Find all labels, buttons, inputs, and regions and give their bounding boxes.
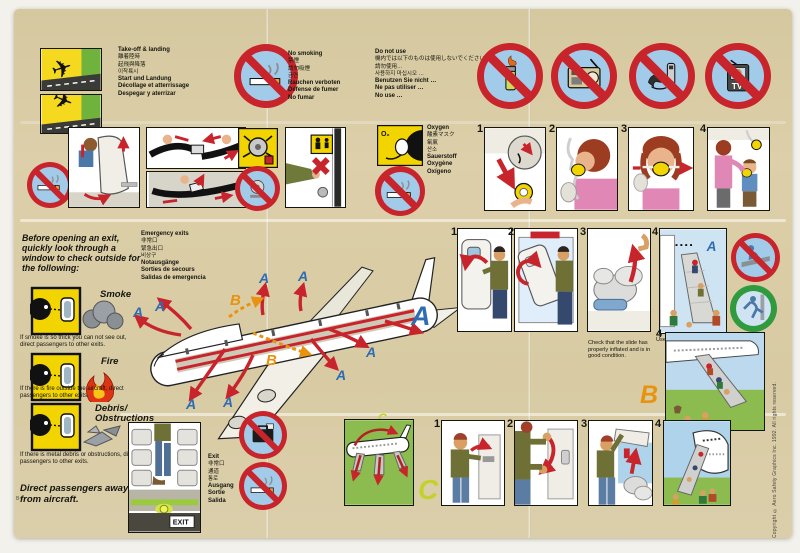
svg-text:A: A — [185, 396, 196, 412]
oxygen-step-2-panel — [556, 127, 618, 211]
oxygen-step-3-number: 3 — [621, 123, 628, 135]
door-step-3-panel — [587, 228, 651, 332]
no-smoking-icon — [27, 162, 73, 208]
svg-text:O₂: O₂ — [381, 131, 390, 138]
door-step-3-number: 3 — [580, 226, 587, 238]
fire-check-icon — [29, 352, 126, 405]
oxygen-step-1-number: 1 — [477, 123, 484, 135]
svg-text:A: A — [410, 301, 431, 331]
svg-text:A: A — [154, 298, 165, 314]
section-divider — [120, 413, 786, 416]
no-bell-sign — [235, 166, 280, 211]
no-smoking-oxygen-sign — [375, 166, 425, 216]
seatbelt-release-panel — [146, 171, 246, 208]
route-c-overview-panel — [344, 419, 414, 506]
jump-onto-slide-sign — [730, 285, 777, 332]
svg-text:A: A — [133, 304, 143, 320]
window-step-4-number: 4 — [655, 418, 662, 430]
svg-text:A: A — [258, 270, 269, 286]
door-step-4-panel: A — [659, 228, 727, 334]
smoke-text: If smoke is so thick you can not see out… — [20, 335, 127, 348]
svg-text:B: B — [266, 352, 277, 369]
route-c-small-letter: C — [378, 411, 387, 425]
door-step-2-panel — [514, 228, 578, 332]
direct-away-text: Direct passengers away from aircraft. — [20, 483, 129, 505]
no-tv-sign: TV — [705, 43, 771, 109]
debris-check-icon — [29, 402, 126, 454]
no-baggage-sign — [239, 411, 287, 459]
oxygen-step-3-panel — [628, 127, 694, 211]
no-sit-on-slide-sign — [731, 233, 780, 282]
svg-text:A: A — [365, 344, 376, 360]
section-divider — [20, 219, 786, 222]
takeoff-icon: ✈ — [40, 48, 102, 91]
door-warning-panel — [285, 127, 346, 208]
alarm-bell-icon — [236, 126, 280, 170]
check-slide-caption: Check that the slide has properly inflat… — [588, 340, 651, 360]
svg-text:A: A — [335, 367, 346, 383]
smoke-check-icon — [29, 286, 126, 336]
window-step-3-number: 3 — [581, 418, 588, 430]
svg-text:A: A — [706, 239, 717, 254]
no-phone-sign — [629, 43, 695, 109]
fire-text: If there is fire outside the aircraft, d… — [20, 386, 124, 399]
svg-text:B: B — [230, 292, 241, 309]
route-b-letter: B — [640, 381, 659, 409]
seatbelt-fasten-panel — [146, 127, 246, 169]
section-divider — [20, 121, 786, 124]
oxygen-step-2-number: 2 — [549, 123, 556, 135]
door-step-1-number: 1 — [451, 226, 458, 238]
seat-upright-panel — [68, 127, 140, 208]
svg-text:A: A — [297, 268, 308, 284]
window-step-1-panel — [441, 420, 505, 506]
oxygen-icon: O₂ — [375, 123, 425, 168]
fire-label: Fire — [101, 356, 119, 367]
upper-deck-step-number: 4 — [656, 328, 663, 340]
oxygen-step-4-panel — [707, 127, 770, 211]
door-step-4-number: 4 — [652, 226, 659, 238]
check-outside-heading: Before opening an exit, quickly look thr… — [22, 233, 141, 273]
window-step-3-panel — [588, 420, 653, 506]
oxygen-step-4-number: 4 — [700, 123, 707, 135]
window-step-2-panel — [514, 420, 578, 506]
jumping-person-icon — [743, 294, 765, 321]
aircraft-exit-diagram: A A A A A A A A A B B — [132, 237, 468, 442]
door-step-2-number: 2 — [508, 226, 515, 238]
floor-path-lighting-panel: EXIT — [128, 422, 201, 533]
window-step-2-number: 2 — [507, 418, 514, 430]
window-step-4-panel — [663, 420, 731, 506]
no-smoking-exit-sign — [239, 462, 287, 510]
oxygen-step-1-panel — [484, 127, 546, 211]
debris-text: If there is metal debris or obstructions… — [20, 452, 139, 465]
fold-crease-left — [266, 9, 269, 538]
svg-text:A: A — [222, 394, 233, 410]
window-step-1-number: 1 — [434, 418, 441, 430]
door-step-1-panel — [457, 228, 512, 332]
upper-deck-slide-panel — [665, 332, 765, 431]
svg-text:EXIT: EXIT — [173, 518, 190, 527]
no-radio-sign — [551, 43, 617, 109]
smoke-label: Smoke — [100, 289, 132, 300]
svg-text:TV: TV — [732, 81, 743, 91]
route-c-letter: C — [418, 474, 439, 505]
card-part-code: B-7 — [16, 496, 24, 502]
debris-label: Debris/ Obstructions — [95, 403, 155, 424]
no-lighter-sign — [477, 43, 543, 109]
copyright-text: Copyright © Aero Safety Graphics Inc. 19… — [772, 381, 778, 538]
no-smoking-sign — [234, 44, 298, 108]
